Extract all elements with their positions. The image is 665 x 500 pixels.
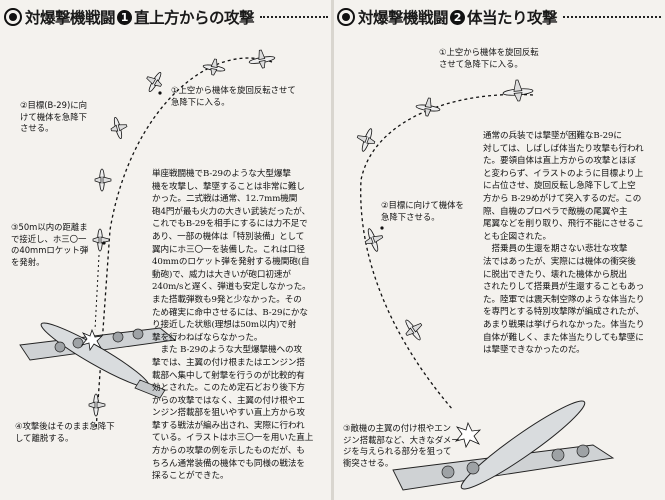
- right-step2-label: ②目標に向けて機体を 急降下させる。: [381, 200, 464, 222]
- header-dotted-rule: [260, 16, 328, 18]
- left-step3-label: ③50m以内の距離ま で接近し、ホ三〇一 の40mmロケット弾 を発射。: [11, 222, 89, 267]
- fighter-plane-icon: [92, 228, 110, 252]
- fighter-plane-icon: [110, 116, 128, 140]
- right-header: 対爆撃機戦闘 2 体当たり攻撃: [337, 6, 661, 28]
- left-subtitle: 直上方からの攻撃: [134, 9, 255, 27]
- left-attack-diagram: [19, 49, 276, 431]
- right-ramming-diagram: [356, 79, 615, 491]
- left-step1-label: ①上空から機体を旋回反転させて 急降下に入る。: [171, 85, 296, 107]
- right-number-badge: 2: [450, 9, 466, 25]
- fighter-plane-icon: [502, 79, 534, 102]
- right-step1-label: ①上空から機体を旋回反転 させて急降下に入る。: [439, 47, 539, 69]
- left-number-badge: 1: [117, 9, 133, 25]
- explosion-icon: [80, 328, 104, 352]
- left-body-text: 単座戦闘機でB-29のような大型爆撃 機を攻撃し、撃墜することは非常に難し かっ…: [152, 169, 314, 482]
- left-flight-path: [95, 57, 273, 431]
- right-flight-path: [360, 93, 534, 411]
- fighter-plane-icon: [248, 49, 276, 69]
- fighter-plane-icon: [88, 393, 106, 417]
- left-title: 対爆撃機戦闘: [25, 9, 116, 27]
- left-step2-label: ②目標(B-29)に向 けて機体を急降下 させる。: [20, 100, 87, 133]
- right-title: 対爆撃機戦闘: [358, 9, 449, 27]
- fighter-plane-icon: [364, 228, 384, 252]
- right-body-text: 通常の兵装では撃墜が困難なB-29に 対しては、しばしば体当たり攻撃も行われ た…: [483, 131, 645, 356]
- fighter-plane-icon: [415, 97, 441, 117]
- right-step3-label: ③敵機の主翼の付け根やエン ジン搭載部など、大きなダメー ジを与えられる部分を狙…: [343, 423, 460, 468]
- fighter-plane-icon: [146, 71, 162, 93]
- explosion-icon: [454, 421, 482, 449]
- fighter-plane-icon: [202, 58, 226, 76]
- left-column: 対爆撃機戦闘 1 直上方からの攻撃: [0, 0, 332, 500]
- header-dotted-rule: [563, 16, 661, 18]
- rocket-trail: [94, 254, 100, 331]
- fighter-plane-icon: [94, 168, 112, 192]
- page-gutter: [331, 0, 334, 500]
- right-column: 対爆撃機戦闘 2 体当たり攻撃: [333, 0, 665, 500]
- fighter-plane-icon: [405, 319, 423, 341]
- left-header: 対爆撃機戦闘 1 直上方からの攻撃: [4, 6, 328, 28]
- left-step4-label: ④攻撃後はそのまま急降下 して離脱する。: [15, 421, 115, 443]
- fighter-plane-icon: [356, 128, 376, 152]
- bullet-icon: [337, 8, 355, 26]
- right-subtitle: 体当たり攻撃: [467, 9, 558, 27]
- bullet-icon: [4, 8, 22, 26]
- b29-bomber-icon: [392, 400, 615, 491]
